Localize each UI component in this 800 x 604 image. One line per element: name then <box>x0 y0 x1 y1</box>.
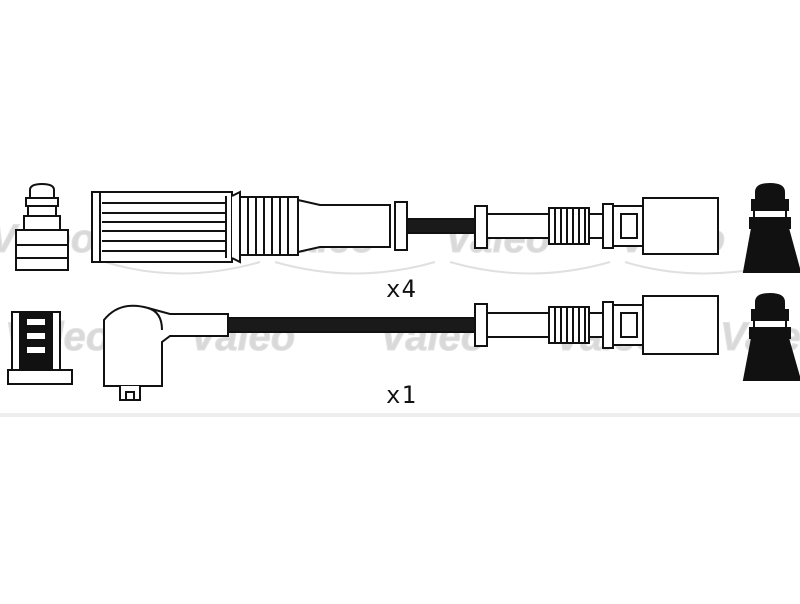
quantity-label-coil-lead: x1 <box>386 381 417 409</box>
angled-plug-boot <box>103 304 229 401</box>
top-row <box>15 182 800 273</box>
straight-plug-boot <box>91 190 408 264</box>
coil-terminal-right <box>742 182 800 273</box>
cable-segment <box>406 218 476 234</box>
spark-plug-terminal-left <box>7 311 73 385</box>
quantity-label-cylinder-lead: x4 <box>386 275 417 303</box>
spark-plug-terminal-left <box>15 182 69 271</box>
bottom-row <box>7 292 800 401</box>
coil-end-connector <box>474 295 719 355</box>
coil-end-connector <box>474 197 719 255</box>
cable-segment <box>227 317 476 333</box>
coil-terminal-right <box>742 292 800 381</box>
